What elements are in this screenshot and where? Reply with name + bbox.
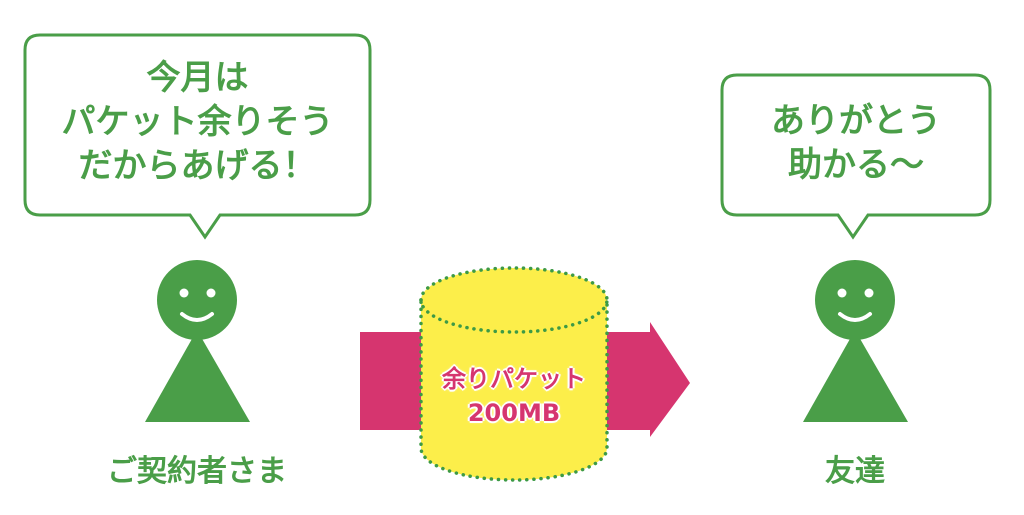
sender-speech-line: だからあげる！ xyxy=(78,146,317,186)
sender-label: ご契約者さま xyxy=(107,454,287,489)
packet-amount: 200MB xyxy=(467,399,561,427)
receiver-person-icon xyxy=(803,260,908,422)
receiver-speech-bubble xyxy=(720,73,992,240)
receiver-label: 友達 xyxy=(825,454,885,489)
receiver-speech-line: ありがとう xyxy=(771,101,941,141)
packet-label-line1: 余りパケット xyxy=(442,365,586,393)
sender-speech-line: パケット余りそう xyxy=(61,102,334,142)
sender-speech-text: 今月は パケット余りそう だからあげる！ xyxy=(25,56,370,188)
packet-label: 余りパケット 200MB xyxy=(421,362,607,430)
sender-person-icon xyxy=(145,260,250,422)
sender-speech-line: 今月は xyxy=(146,58,249,98)
receiver-speech-line: 助かる〜 xyxy=(788,145,924,185)
packet-cylinder-icon xyxy=(419,266,609,482)
sender-speech-bubble xyxy=(23,33,372,240)
receiver-speech-text: ありがとう 助かる〜 xyxy=(722,99,990,187)
